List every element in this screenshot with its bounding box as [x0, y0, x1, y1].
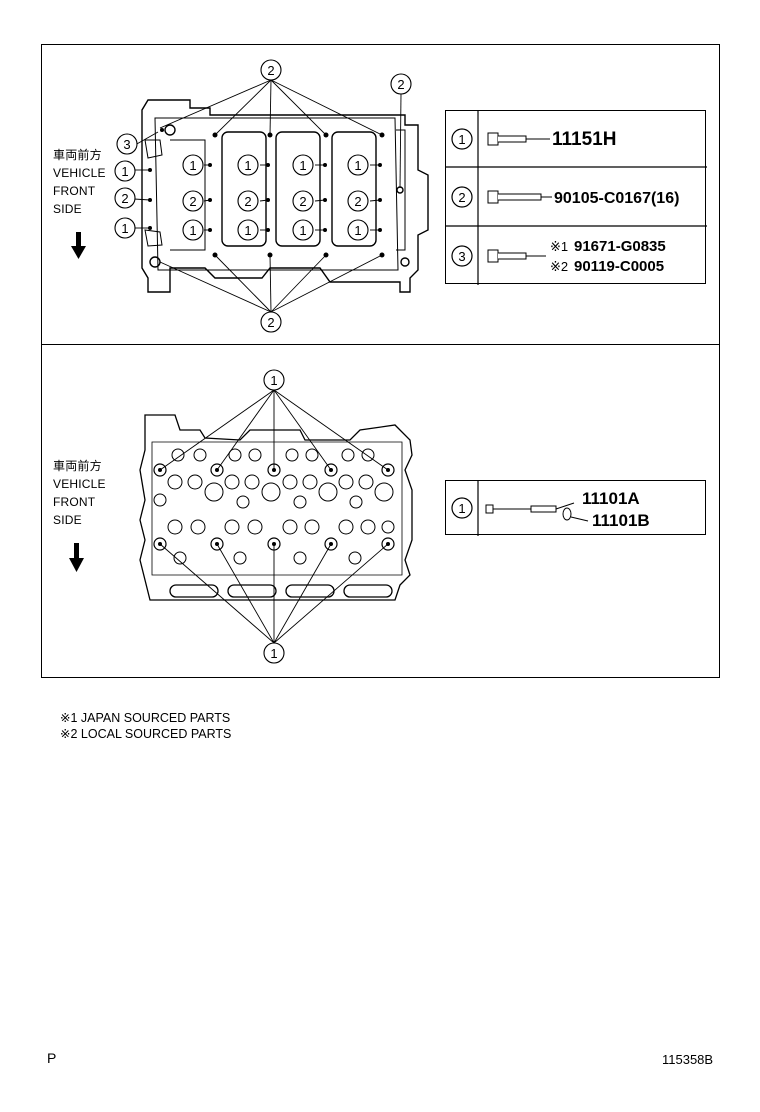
- callout-1: 1: [189, 223, 196, 238]
- cylinder-head-drawing: 1 1: [69, 369, 413, 664]
- callout-2: 2: [121, 191, 128, 206]
- callout-1: 1: [299, 223, 306, 238]
- cylinder-head-outline: [139, 414, 413, 601]
- vehicle-front-jp: 車両前方: [53, 459, 102, 473]
- mark-japan: ※1: [550, 239, 568, 254]
- callout-1: 1: [244, 158, 251, 173]
- ref-1: 1: [458, 501, 465, 516]
- callout-1: 1: [354, 223, 361, 238]
- part-number-1: 11151H: [552, 129, 616, 150]
- parts-table-upper: 1 2 3 11151H 90105-C0167(16) ※1 91671-G0…: [445, 110, 707, 285]
- washer-icon: [562, 507, 589, 522]
- bolt-icon: [487, 132, 550, 146]
- bolt-icon: [487, 190, 552, 204]
- callout-2: 2: [189, 194, 196, 209]
- vehicle-front-label-lower: 車両前方 VEHICLE FRONT SIDE: [53, 457, 106, 529]
- note-local-sourced: ※2 LOCAL SOURCED PARTS: [60, 727, 232, 741]
- callout-2: 2: [244, 194, 251, 209]
- vehicle-front-l1: VEHICLE: [53, 477, 106, 491]
- vehicle-front-l2: FRONT: [53, 184, 96, 198]
- parts-table-lower: 1 11101A 11101B: [445, 480, 706, 536]
- callout-2: 2: [397, 77, 404, 92]
- cam-housing-outline: [141, 99, 429, 293]
- ref-3: 3: [458, 249, 465, 264]
- part-number-11101b: 11101B: [592, 511, 650, 530]
- vehicle-front-l2: FRONT: [53, 495, 96, 509]
- ref-1: 1: [458, 132, 465, 147]
- callout-3: 3: [123, 137, 130, 152]
- part-number-2: 90105-C0167(16): [554, 190, 679, 207]
- footer-left-code: P: [47, 1050, 57, 1066]
- callout-2: 2: [267, 315, 274, 330]
- callout-1: 1: [244, 223, 251, 238]
- source-notes: ※1 JAPAN SOURCED PARTS ※2 LOCAL SOURCED …: [60, 710, 231, 742]
- callout-1: 1: [270, 646, 277, 661]
- mark-local: ※2: [550, 259, 568, 274]
- callout-2: 2: [354, 194, 361, 209]
- vehicle-front-l3: SIDE: [53, 513, 82, 527]
- bolt-icon: [487, 249, 546, 263]
- callout-2: 2: [267, 63, 274, 78]
- callout-1: 1: [299, 158, 306, 173]
- part-number-11101a: 11101A: [582, 489, 640, 508]
- callout-1: 1: [121, 164, 128, 179]
- ref-2: 2: [458, 190, 465, 205]
- panel-divider: [41, 344, 720, 345]
- vehicle-front-l3: SIDE: [53, 202, 82, 216]
- callout-1: 1: [121, 221, 128, 236]
- vehicle-front-jp: 車両前方: [53, 148, 102, 162]
- note-japan-sourced: ※1 JAPAN SOURCED PARTS: [60, 711, 231, 725]
- front-arrow-icon: [71, 232, 86, 259]
- part-number-3-japan: 91671-G0835: [574, 238, 666, 255]
- head-bolt-icon: [485, 502, 575, 514]
- vehicle-front-label-upper: 車両前方 VEHICLE FRONT SIDE: [53, 146, 106, 218]
- callout-1: 1: [189, 158, 196, 173]
- callout-1: 1: [354, 158, 361, 173]
- footer-illustration-number: 115358B: [662, 1052, 714, 1067]
- part-number-3-local: 90119-C0005: [574, 258, 664, 275]
- callout-1: 1: [270, 373, 277, 388]
- callout-2: 2: [299, 194, 306, 209]
- vehicle-front-l1: VEHICLE: [53, 166, 106, 180]
- diagram-frame: [41, 44, 720, 678]
- cam-housing-drawing: 2 2 2 3 1 2 1 1 1 1 1 2 2 2 2 1 1 1 1: [71, 59, 429, 333]
- front-arrow-icon: [69, 543, 84, 572]
